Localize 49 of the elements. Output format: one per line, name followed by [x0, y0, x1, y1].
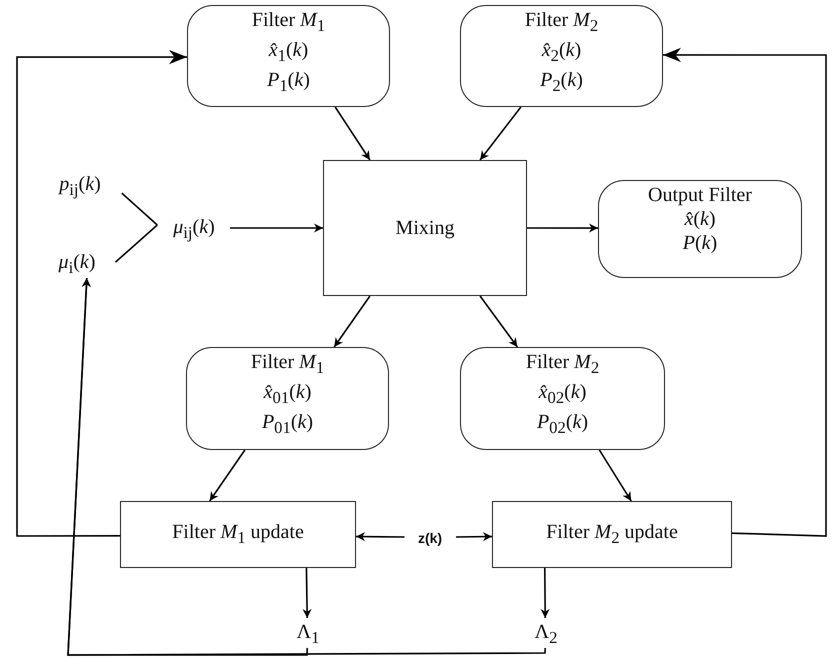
math-label: μ$_{i}$(k) — [42, 248, 112, 278]
box-heading: Filter M$_{1}$ — [250, 350, 324, 379]
box-heading: Filter M$_{2}$ update — [546, 520, 678, 548]
box-heading: Filter M$_{2}$ — [526, 350, 600, 379]
process-box — [120, 501, 356, 568]
box-text: x̂$_{2}$(k) — [542, 38, 582, 67]
connector-line — [121, 192, 158, 226]
arrow — [334, 296, 371, 348]
arrow — [456, 532, 492, 542]
math-label: μ$_{ij}$(k) — [158, 213, 230, 243]
arrow — [16, 50, 187, 537]
math-label: Λ$_{2}$ — [526, 618, 566, 648]
math-label: p$_{ij}$(k) — [42, 170, 118, 200]
arrow — [67, 278, 546, 656]
arrow — [356, 532, 404, 542]
rounded-box — [460, 347, 665, 450]
rounded-box — [187, 5, 390, 107]
process-box — [323, 160, 527, 296]
arrow — [302, 568, 312, 618]
connector-line — [114, 224, 158, 263]
arrow — [527, 224, 598, 233]
arrow — [479, 106, 522, 160]
box-text: P$_{02}$(k) — [536, 410, 588, 439]
process-box — [492, 501, 732, 568]
arrow — [540, 568, 550, 618]
arrow — [598, 450, 632, 502]
box-text: x̂(k) — [684, 207, 716, 231]
box-text: x̂$_{02}$(k) — [538, 380, 586, 409]
rounded-box — [598, 180, 802, 278]
rounded-box — [186, 347, 389, 450]
box-heading: Output Filter — [648, 183, 752, 207]
box-heading: Filter M$_{1}$ — [252, 8, 326, 37]
arrow — [479, 296, 518, 348]
arrow — [209, 450, 246, 502]
math-label: Λ$_{1}$ — [288, 618, 328, 648]
box-heading: Mixing — [396, 216, 454, 240]
box-text: P(k) — [682, 231, 718, 255]
box-text: x̂$_{1}$(k) — [268, 38, 308, 67]
box-text: x̂$_{01}$(k) — [264, 380, 312, 409]
box-text: P$_{2}$(k) — [540, 68, 583, 97]
box-heading: Filter M$_{2}$ — [524, 8, 598, 37]
box-heading: Filter M$_{1}$ update — [172, 520, 304, 548]
arrow — [334, 106, 371, 160]
box-text: P$_{01}$(k) — [262, 410, 314, 439]
arrow — [230, 224, 323, 232]
signal-label: z(k) — [405, 524, 455, 550]
arrow — [663, 48, 827, 537]
rounded-box — [460, 5, 663, 107]
box-text: P$_{1}$(k) — [267, 68, 310, 97]
